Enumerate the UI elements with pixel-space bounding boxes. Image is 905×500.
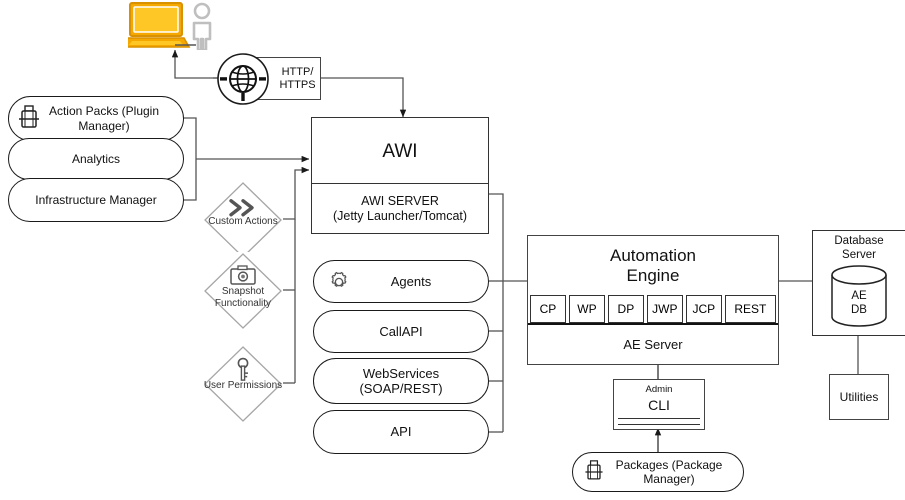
db-title-line2: Server bbox=[842, 249, 876, 261]
laptop-icon bbox=[128, 2, 212, 50]
awi-container: AWI AWI SERVER (Jetty Launcher/Tomcat) bbox=[311, 117, 489, 234]
packages-box[interactable]: Packages (Package Manager) bbox=[572, 452, 744, 492]
admin-cli-box[interactable]: Admin CLI bbox=[613, 379, 705, 430]
client-workstation bbox=[128, 2, 220, 50]
protocol-line1: HTTP/ bbox=[281, 65, 314, 78]
package-icon bbox=[585, 460, 603, 480]
protocol-label: HTTP/ HTTPS bbox=[257, 66, 315, 92]
module-infrastructure-manager[interactable]: Infrastructure Manager bbox=[8, 178, 184, 222]
db-line1: AE bbox=[851, 290, 867, 303]
interface-label-line2: (SOAP/REST) bbox=[359, 381, 443, 396]
module-label: Action Packs (Plugin Manager) bbox=[48, 104, 160, 133]
module-analytics[interactable]: Analytics bbox=[8, 138, 184, 180]
database-server-container: Database Server AE DB bbox=[812, 230, 905, 336]
ae-process-jwp[interactable]: JWP bbox=[646, 295, 683, 323]
automation-engine-container: Automation Engine CP WP DP JWP JCP REST … bbox=[527, 235, 779, 365]
db-title-line1: Database bbox=[834, 235, 884, 248]
database-cylinder-icon bbox=[831, 265, 887, 327]
ae-server-section: AE Server bbox=[528, 323, 778, 364]
person-icon bbox=[192, 2, 212, 50]
packages-label: Packages (Package Manager) bbox=[615, 457, 723, 486]
diamond-shape bbox=[204, 346, 282, 422]
interface-label: CallAPI bbox=[379, 323, 423, 339]
awi-title: AWI bbox=[312, 118, 488, 186]
utilities-label: Utilities bbox=[839, 390, 879, 404]
interface-agents[interactable]: Agents bbox=[313, 260, 489, 303]
cli-base-line bbox=[618, 418, 700, 425]
feature-snapshot-functionality[interactable]: Snapshot Functionality bbox=[203, 252, 283, 330]
interface-label: WebServices (SOAP/REST) bbox=[359, 366, 442, 397]
awi-title-text: AWI bbox=[382, 141, 418, 162]
ae-process-wp[interactable]: WP bbox=[568, 295, 605, 323]
interface-api[interactable]: API bbox=[313, 410, 489, 454]
interface-callapi[interactable]: CallAPI bbox=[313, 310, 489, 353]
ae-title-line1: Automation bbox=[610, 245, 696, 265]
diamond-shape bbox=[204, 253, 282, 329]
ae-title-line2: Engine bbox=[626, 266, 680, 285]
ae-server-label: AE Server bbox=[623, 337, 683, 352]
interface-label: Agents bbox=[390, 273, 432, 289]
internet-globe bbox=[216, 52, 270, 106]
interface-webservices[interactable]: WebServices (SOAP/REST) bbox=[313, 358, 489, 404]
module-label: Analytics bbox=[71, 151, 121, 166]
ae-process-cp[interactable]: CP bbox=[530, 295, 566, 323]
module-label: Infrastructure Manager bbox=[35, 192, 157, 207]
awi-server-section: AWI SERVER (Jetty Launcher/Tomcat) bbox=[312, 183, 488, 233]
cli-label-wrap: CLI bbox=[614, 395, 704, 415]
ae-process-dp[interactable]: DP bbox=[607, 295, 644, 323]
db-name: AE DB bbox=[828, 283, 890, 325]
admin-label: Admin bbox=[645, 383, 673, 395]
ae-process-tabs: CP WP DP JWP JCP REST bbox=[528, 295, 778, 323]
awi-server-line1: AWI SERVER bbox=[361, 193, 439, 208]
db-line2: DB bbox=[851, 304, 867, 316]
feature-user-permissions[interactable]: User Permissions bbox=[203, 345, 283, 423]
globe-icon bbox=[217, 53, 269, 105]
ae-process-rest[interactable]: REST bbox=[724, 295, 776, 323]
protocol-line2: HTTPS bbox=[279, 78, 316, 91]
admin-cli-small-label: Admin bbox=[614, 382, 704, 396]
gear-icon bbox=[331, 271, 347, 287]
cli-label: CLI bbox=[648, 397, 670, 413]
database-server-title: Database Server bbox=[813, 233, 905, 265]
awi-server-line2: (Jetty Launcher/Tomcat) bbox=[332, 208, 468, 223]
key-icon bbox=[237, 357, 249, 381]
utilities-box[interactable]: Utilities bbox=[829, 374, 889, 420]
interface-label-line1: WebServices bbox=[362, 365, 440, 381]
ae-process-jcp[interactable]: JCP bbox=[685, 295, 722, 323]
diamond-shape bbox=[204, 182, 282, 258]
interface-label: API bbox=[390, 424, 412, 440]
module-action-packs[interactable]: Action Packs (Plugin Manager) bbox=[8, 96, 184, 141]
camera-icon bbox=[230, 265, 256, 285]
double-chevron-icon bbox=[229, 199, 254, 217]
automation-engine-title: Automation Engine bbox=[528, 236, 778, 296]
package-icon bbox=[19, 104, 39, 128]
feature-custom-actions[interactable]: Custom Actions bbox=[203, 181, 283, 259]
